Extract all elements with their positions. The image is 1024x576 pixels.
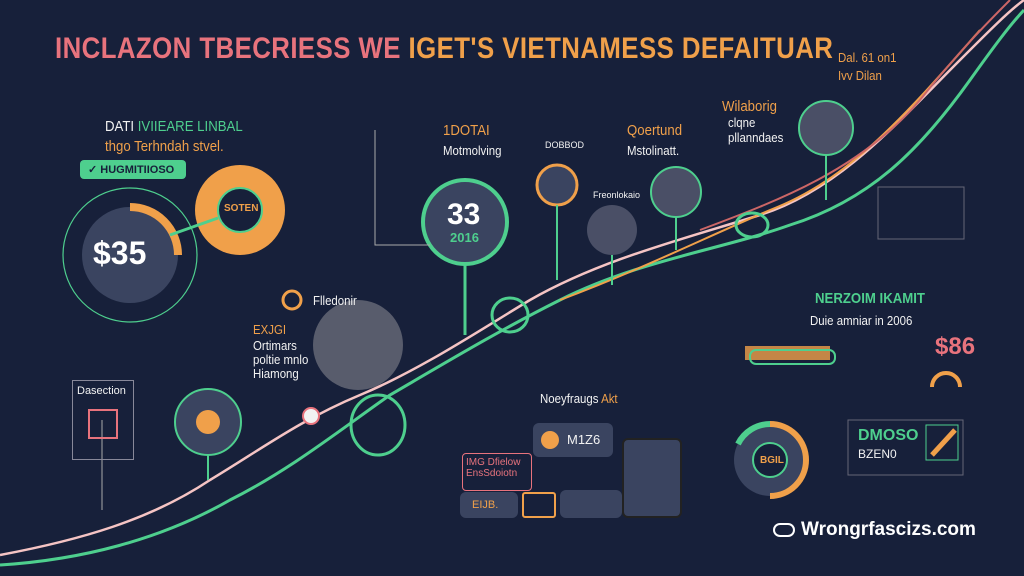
dasection-box: Dasection (72, 380, 134, 460)
stat-value: DMOSO (858, 427, 919, 444)
left-heading: DATI IVIIEARE LINBAL (105, 118, 243, 135)
info-box: IMG Dfielow EnsSdoiotn (462, 453, 532, 491)
stat-sub: BZEN0 (858, 447, 897, 461)
label-d-title: Wilaborig (722, 98, 778, 115)
check-icon: ✓ (88, 164, 98, 176)
page-title: INCLAZON TBECRIESS WE IGET'S VIETNAMESS … (55, 32, 834, 65)
block-title: EXJGI (253, 322, 287, 337)
block-line-1: Ortimars (253, 338, 297, 353)
top-right-label-2: Ivv Dilan (838, 68, 882, 83)
value-card: M1Z6 (533, 423, 613, 457)
label-d-sub2: pllanndaes (728, 130, 784, 145)
big-value: $35 (93, 235, 147, 271)
top-right-label-1: Dal. 61 on1 (838, 50, 897, 65)
block-line-3: Hiamong (253, 366, 299, 381)
label-e-title: Freonlokaio (593, 190, 641, 200)
label-b-title: DOBBOD (545, 140, 585, 150)
progress-card (560, 490, 622, 518)
block-line-2: poltie mnlo (253, 352, 309, 367)
building-icon (88, 409, 118, 439)
icon-label: Flledonir (313, 293, 357, 308)
coin-icon (541, 431, 559, 449)
right-title: NERZOIM IKAMIT (815, 290, 925, 307)
device-panel (622, 438, 682, 518)
left-subheading: thgo Terhndah stvel. (105, 138, 224, 155)
label-d-sub1: clqne (728, 115, 756, 130)
right-donut-label: BGIL (760, 455, 784, 466)
lower-caption: Noeyfraugs Akt (540, 391, 618, 406)
right-subtitle: Duie amniar in 2006 (810, 313, 913, 328)
price: $86 (935, 333, 976, 360)
status-pill[interactable]: ✓ HUGMITIIOSO (80, 160, 186, 179)
trend-line-green (0, 8, 1024, 567)
label-a-title: 1DOTAI (443, 122, 490, 139)
label-c-sub: Mstolinatt. (627, 143, 680, 158)
logo-icon (773, 522, 795, 537)
label-c-title: Qoertund (627, 122, 683, 139)
donut-label: SOTEN (224, 203, 259, 214)
bulb-year: 2016 (450, 230, 479, 245)
bottom-value: EIJB. (460, 492, 518, 518)
label-a-sub: Motmolving (443, 143, 502, 158)
footer-site[interactable]: Wrongrfascizs.com (773, 519, 976, 541)
scale-icon (522, 492, 556, 518)
bulb-value: 33 (447, 198, 481, 231)
